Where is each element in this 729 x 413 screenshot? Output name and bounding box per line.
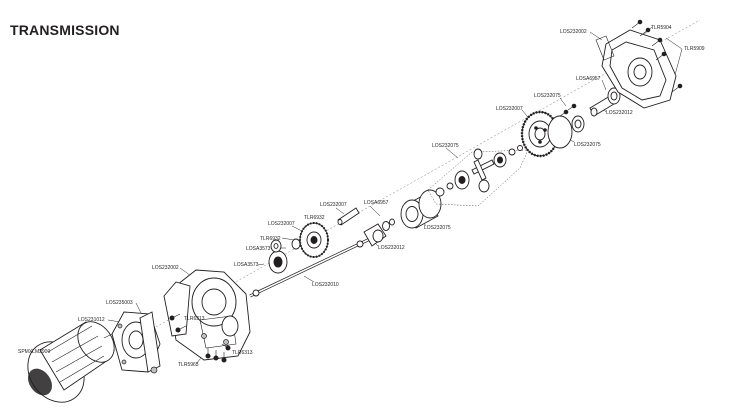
differential-internals — [427, 145, 529, 207]
label-tlr6932-b: TLR6932 — [304, 215, 325, 221]
rear-case-screws — [631, 19, 683, 93]
label-tlr6313-b: TLR6313 — [232, 350, 253, 356]
label-los232010: LOS232010 — [312, 282, 339, 288]
transmission-case-front — [163, 269, 251, 361]
top-shaft-hub — [559, 87, 621, 117]
label-los232002-front: LOS232002 — [152, 265, 179, 271]
label-losa3573-a: LOSA3573 — [234, 262, 259, 268]
label-tlr5904: TLR5904 — [651, 25, 672, 31]
output-hub — [363, 218, 395, 247]
label-los232075-c: LOS232075 — [534, 93, 561, 99]
transmission-case-rear — [595, 29, 677, 109]
motor — [27, 321, 117, 403]
label-tlr5909: TLR5909 — [684, 46, 705, 52]
label-losa6957-b: LOSA6957 — [576, 76, 601, 82]
idler-gear — [291, 222, 329, 258]
label-spmxlm2900: SPMXLM2900 — [18, 349, 50, 355]
label-los232007-c: LOS232007 — [496, 106, 523, 112]
label-los232007-a: LOS232007 — [268, 221, 295, 227]
label-tlr6932-a: TLR6932 — [260, 236, 281, 242]
label-los232012-b: LOS232012 — [606, 110, 633, 116]
idler-shaft-pin — [337, 207, 360, 226]
label-los231012: LOS231012 — [78, 317, 105, 323]
label-los235003: LOS235003 — [106, 300, 133, 306]
label-los232002-rear: LOS232002 — [560, 29, 587, 35]
label-los232007-b: LOS232007 — [320, 202, 347, 208]
label-los232075-a: LOS232075 — [424, 225, 451, 231]
label-losa3573-b: LOSA3573 — [246, 246, 271, 252]
label-tlr5963: TLR5963 — [178, 362, 199, 368]
spur-gear — [520, 110, 560, 158]
label-losa6957-a: LOSA6957 — [364, 200, 389, 206]
pinion-gear — [268, 239, 288, 274]
mount-bracket — [139, 311, 161, 374]
part-labels: SPMXLM2900 LOS231012 LOS235003 TLR6313 T… — [18, 25, 705, 368]
main-shaft — [249, 236, 373, 298]
label-los232075-d: LOS232075 — [574, 142, 601, 148]
label-los232075-b: LOS232075 — [432, 143, 459, 149]
case-screws — [169, 313, 231, 363]
gasket-ring — [547, 115, 585, 149]
label-tlr6313-a: TLR6313 — [184, 316, 205, 322]
diff-housing — [400, 189, 442, 229]
label-los232012-a: LOS232012 — [378, 245, 405, 251]
page-title: TRANSMISSION — [10, 22, 120, 38]
